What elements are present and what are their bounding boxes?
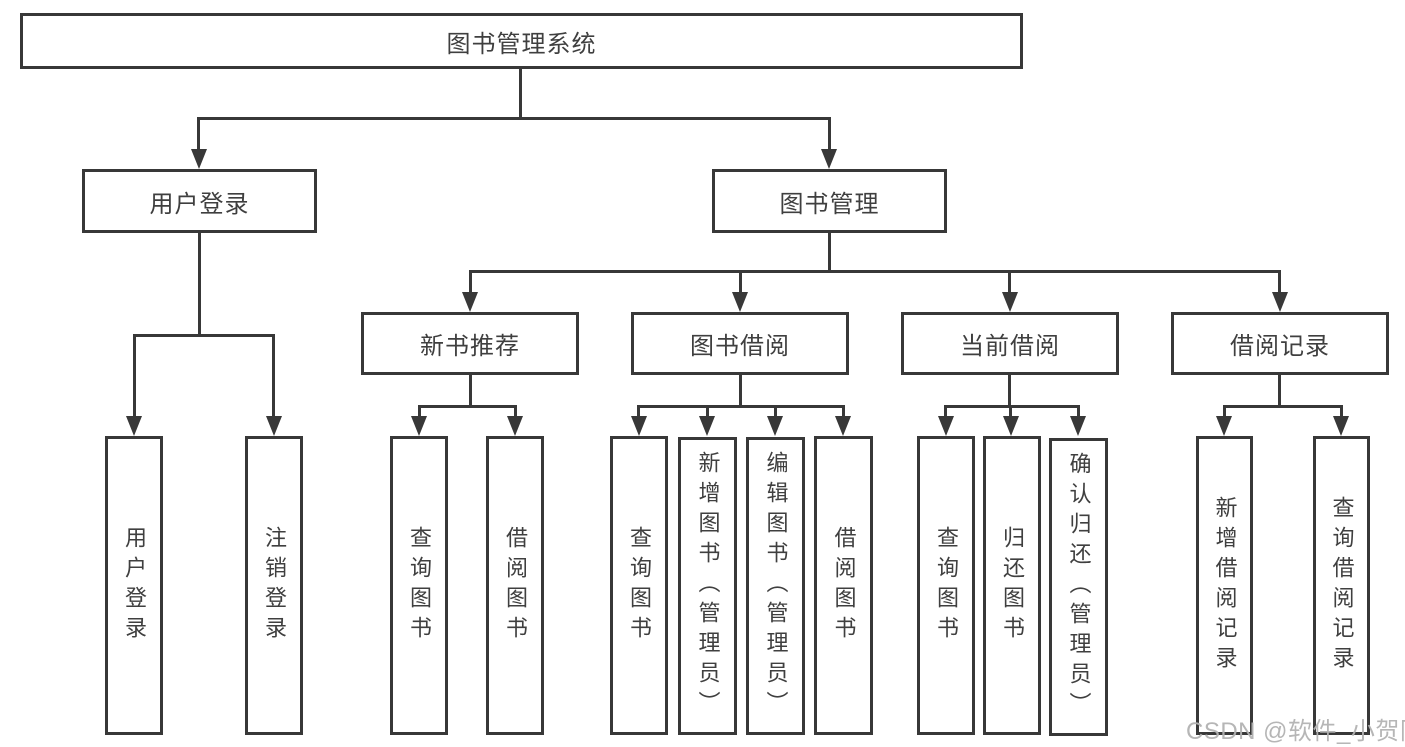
node-user-login: 用户登录 <box>82 169 317 233</box>
connector-drop-book-management <box>828 117 831 151</box>
node-current-borrowing: 当前借阅 <box>901 312 1119 375</box>
connector-drop-nbr-query <box>418 405 421 418</box>
arrowhead-nbr-query <box>411 416 427 436</box>
arrowhead-br-add <box>1216 416 1232 436</box>
leaf-br-query-record: 查询借阅记录 <box>1313 436 1370 735</box>
leaf-nbr-query-book: 查询图书 <box>390 436 448 735</box>
node-root-system: 图书管理系统 <box>20 13 1023 69</box>
leaf-bb-query-book: 查询图书 <box>610 436 668 735</box>
leaf-bb-add-book-admin-label: 新增图书（管理员） <box>695 451 721 721</box>
arrowhead-bb-add <box>699 416 715 436</box>
arrowhead-new-book-recommend <box>462 292 478 312</box>
connector-root-trunk <box>519 67 522 119</box>
leaf-bb-edit-book-admin: 编辑图书（管理员） <box>746 437 805 735</box>
leaf-bb-add-book-admin: 新增图书（管理员） <box>678 437 737 735</box>
connector-drop-bb-add <box>706 405 709 418</box>
connector-drop-nbr-borrow <box>514 405 517 418</box>
connector-user-login-trunk <box>198 232 201 336</box>
arrowhead-cb-confirm <box>1070 416 1086 436</box>
leaf-bb-edit-book-admin-label: 编辑图书（管理员） <box>763 451 789 721</box>
csdn-watermark: CSDN @软件_小贺同学 <box>1186 718 1405 745</box>
connector-new-book-recommend-branch <box>418 405 517 408</box>
leaf-bb-query-book-label: 查询图书 <box>627 525 652 646</box>
connector-drop-bb-edit <box>774 405 777 418</box>
connector-drop-bb-query <box>637 405 640 418</box>
connector-new-book-recommend-trunk <box>469 373 472 407</box>
arrowhead-cb-return <box>1003 416 1019 436</box>
leaf-br-query-record-label: 查询借阅记录 <box>1329 495 1355 676</box>
connector-book-management-branch <box>469 270 1281 273</box>
leaf-cb-confirm-return-admin: 确认归还（管理员） <box>1049 438 1108 736</box>
connector-drop-br-add <box>1223 405 1226 418</box>
arrowhead-user-login <box>191 149 207 169</box>
leaf-bb-borrow-book: 借阅图书 <box>814 436 873 735</box>
leaf-nbr-borrow-book: 借阅图书 <box>486 436 544 735</box>
arrowhead-leaf-logout <box>266 416 282 436</box>
leaf-cb-query-book: 查询图书 <box>917 436 975 735</box>
connector-book-borrowing-branch <box>637 405 845 408</box>
leaf-nbr-borrow-book-label: 借阅图书 <box>503 525 528 646</box>
node-book-borrowing: 图书借阅 <box>631 312 849 375</box>
leaf-cb-return-book: 归还图书 <box>983 436 1041 735</box>
leaf-user-login: 用户登录 <box>105 436 163 735</box>
connector-drop-leaf-login <box>133 334 136 418</box>
connector-user-login-branch <box>133 334 275 337</box>
connector-drop-br-query <box>1340 405 1343 418</box>
connector-current-borrowing-trunk <box>1008 373 1011 407</box>
connector-drop-cb-query <box>944 405 947 418</box>
arrowhead-bb-edit <box>767 416 783 436</box>
connector-drop-new-book-recommend <box>469 270 472 294</box>
leaf-user-login-label: 用户登录 <box>122 525 147 646</box>
leaf-cb-confirm-return-admin-label: 确认归还（管理员） <box>1066 452 1092 722</box>
leaf-nbr-query-book-label: 查询图书 <box>407 525 432 646</box>
leaf-br-add-record-label: 新增借阅记录 <box>1212 495 1238 676</box>
leaf-cb-return-book-label: 归还图书 <box>1000 525 1025 646</box>
leaf-cb-query-book-label: 查询图书 <box>934 525 959 646</box>
arrowhead-nbr-borrow <box>507 416 523 436</box>
connector-drop-book-borrowing <box>739 270 742 294</box>
node-borrowing-records: 借阅记录 <box>1171 312 1389 375</box>
connector-drop-user-login <box>197 117 200 151</box>
arrowhead-br-query <box>1333 416 1349 436</box>
leaf-bb-borrow-book-label: 借阅图书 <box>831 525 857 646</box>
arrowhead-bb-query <box>631 416 647 436</box>
connector-drop-cb-confirm <box>1077 405 1080 418</box>
arrowhead-current-borrowing <box>1002 292 1018 312</box>
connector-drop-leaf-logout <box>272 334 275 418</box>
connector-drop-bb-borrow <box>842 405 845 418</box>
connector-borrowing-records-trunk <box>1278 373 1281 407</box>
connector-book-management-trunk <box>828 232 831 272</box>
connector-drop-borrowing-records <box>1278 270 1281 294</box>
arrowhead-book-borrowing <box>732 292 748 312</box>
arrowhead-borrowing-records <box>1272 292 1288 312</box>
connector-drop-current-borrowing <box>1008 270 1011 294</box>
connector-root-branch <box>197 117 831 120</box>
connector-drop-cb-return <box>1009 405 1012 418</box>
arrowhead-bb-borrow <box>835 416 851 436</box>
arrowhead-leaf-login <box>126 416 142 436</box>
connector-book-borrowing-trunk <box>739 373 742 407</box>
node-book-management: 图书管理 <box>712 169 947 233</box>
leaf-logout-label: 注销登录 <box>262 525 287 646</box>
connector-borrowing-records-branch <box>1223 405 1343 408</box>
leaf-br-add-record: 新增借阅记录 <box>1196 436 1253 735</box>
node-new-book-recommend: 新书推荐 <box>361 312 579 375</box>
arrowhead-book-management <box>821 149 837 169</box>
arrowhead-cb-query <box>938 416 954 436</box>
connector-current-borrowing-branch <box>944 405 1080 408</box>
leaf-logout: 注销登录 <box>245 436 303 735</box>
